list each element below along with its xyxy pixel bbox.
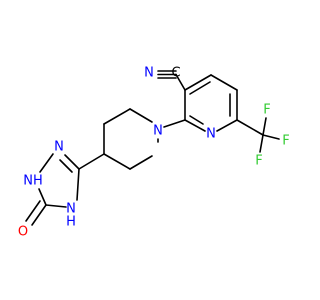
atom-label-f-right: F	[282, 134, 289, 149]
bond-tri-n4-c3	[76, 168, 80, 201]
bond-pyr-to-piperidine	[163, 119, 186, 128]
bond-tri-n1-c5	[38, 188, 47, 206]
bond-pyr-1-inner	[189, 81, 211, 95]
bond-carbonyl-2	[25, 200, 41, 222]
bond-tri-n2-n1	[39, 153, 54, 173]
bond-cf3-f-top	[262, 117, 267, 136]
atom-labels: N C N N N NH N H O F F F	[18, 66, 290, 240]
molecule-structure: N C N N N NH N H O F F F	[18, 66, 290, 240]
atom-label-f-top: F	[263, 103, 270, 118]
bond-pip-1	[129, 108, 153, 123]
bond-pip-2	[103, 108, 131, 125]
atom-label-n-piperidine: N	[153, 124, 163, 139]
atom-label-c-nitrile: C	[171, 66, 180, 81]
atom-label-nh-triazole-1: NH	[23, 174, 43, 189]
bond-pyr-2	[210, 74, 238, 91]
bond-tri-c5-n4	[45, 204, 67, 208]
bonds	[25, 70, 280, 226]
atom-label-o-carbonyl: O	[18, 225, 28, 240]
atom-label-n-pyridine: N	[206, 127, 216, 142]
bond-pyr-5-inner	[189, 115, 204, 125]
atom-label-h-triazole-4: H	[66, 215, 76, 230]
bond-cf3-f-bottom	[259, 134, 264, 153]
atom-label-f-bottom: F	[255, 154, 262, 169]
bond-nitrile-to-ring	[175, 73, 186, 91]
bond-pyr-1	[184, 74, 212, 91]
atom-label-n-triazole-4h: N	[66, 202, 76, 217]
bond-tri-c3-n2	[64, 154, 80, 170]
bond-carbonyl-1	[31, 204, 47, 226]
bond-pyr-4	[216, 119, 238, 132]
bond-pip-5	[129, 155, 153, 170]
bond-cf3-f-right	[262, 134, 280, 140]
bond-ring-to-cf3	[236, 119, 264, 136]
bond-tri-c3-n2-inner	[59, 159, 73, 173]
bond-pip-to-triazole	[78, 153, 105, 170]
bond-pyr-5	[184, 119, 206, 132]
atom-label-n-nitrile: N	[144, 66, 154, 81]
atom-label-n-triazole-3: N	[54, 140, 64, 155]
bond-pip-4	[103, 153, 131, 170]
